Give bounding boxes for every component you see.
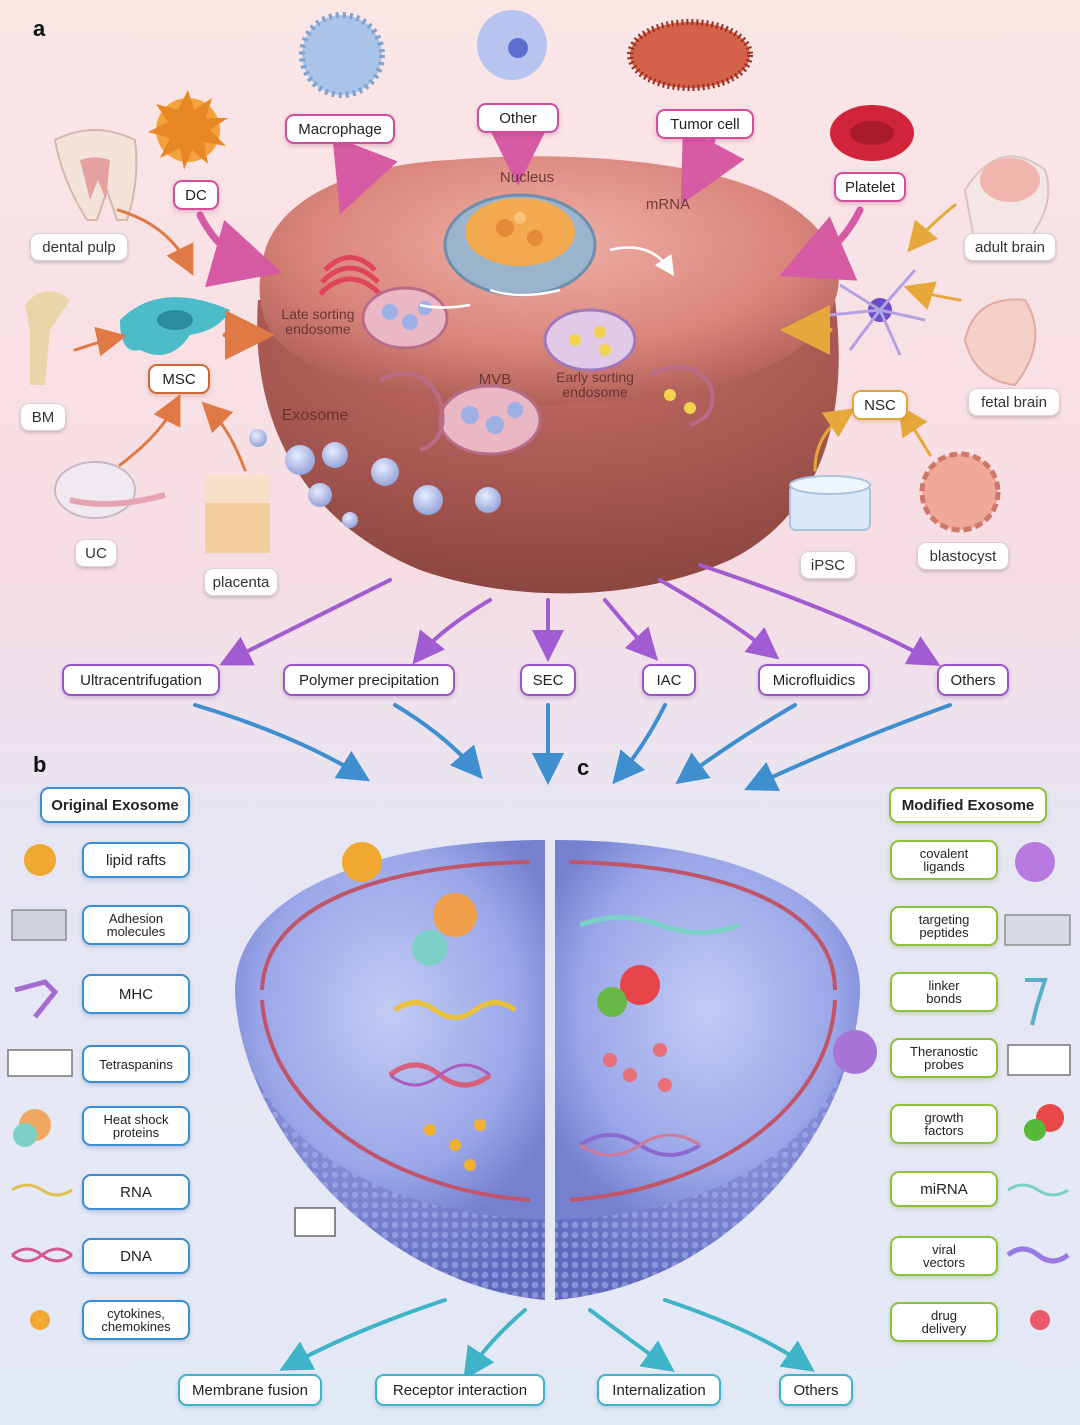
uptake-label-receptor-interaction: Receptor interaction — [375, 1374, 545, 1406]
blastocyst-icon — [919, 451, 1001, 533]
other-cell-icon — [477, 10, 547, 80]
exosome-cross-section — [235, 840, 877, 1300]
modified-item-linker-bonds: linker bonds — [890, 972, 998, 1012]
original-item-tetraspanins: Tetraspanins — [82, 1045, 190, 1083]
uptake-label-others: Others — [779, 1374, 853, 1406]
macrophage-icon — [299, 12, 385, 98]
modified-exosome-title: Modified Exosome — [889, 787, 1047, 823]
source-label-platelet: Platelet — [834, 172, 906, 202]
method-label-microfluidics: Microfluidics — [758, 664, 870, 696]
panel-label-b: b — [33, 752, 47, 777]
method-label-iac: IAC — [642, 664, 696, 696]
cell-label-early-endosome: Early sorting endosome — [556, 369, 634, 400]
source-label-dc: DC — [173, 180, 219, 210]
source-arrows — [73, 116, 962, 472]
tissue-label-blastocyst: blastocyst — [917, 542, 1009, 570]
source-label-other: Other — [477, 103, 559, 133]
modified-item-viral-vectors: viral vectors — [890, 1236, 998, 1276]
ipsc-dish-icon — [789, 475, 871, 531]
modified-cargo-icons — [1004, 842, 1071, 1330]
modified-item-covalent-ligands: covalent ligands — [890, 840, 998, 880]
cell-label-mvb: MVB — [478, 371, 512, 388]
tissue-label-bm: BM — [20, 403, 66, 431]
original-cargo-icons — [7, 844, 73, 1330]
original-item-heat-shock-proteins: Heat shock proteins — [82, 1106, 190, 1146]
convergence-arrows — [193, 703, 952, 791]
tissue-label-ipsc: iPSC — [800, 551, 856, 579]
neuron-icon — [829, 269, 926, 356]
tooth-icon — [53, 129, 138, 221]
msc-cell-icon — [120, 297, 230, 355]
placenta-tissue-icon — [205, 475, 270, 553]
cell-label-nucleus: Nucleus — [499, 169, 555, 186]
modified-item-drug-delivery: drug delivery — [890, 1302, 998, 1342]
original-item-dna: DNA — [82, 1238, 190, 1274]
source-label-msc: MSC — [148, 364, 210, 394]
original-exosome-title: Original Exosome — [40, 787, 190, 823]
umbilical-cord-icon — [54, 461, 166, 519]
uptake-label-membrane-fusion: Membrane fusion — [178, 1374, 322, 1406]
isolation-arrows — [219, 563, 941, 666]
tissue-label-adult-brain: adult brain — [964, 233, 1056, 261]
released-exosomes — [249, 429, 501, 528]
panel-label-c: c — [577, 755, 590, 780]
cell-illustration — [249, 156, 839, 594]
panel-label-a: a — [33, 16, 46, 41]
source-label-nsc: NSC — [852, 390, 908, 420]
bone-icon — [25, 291, 70, 385]
cell-label-late-endosome: Late sorting endosome — [281, 306, 355, 337]
tissue-label-uc: UC — [75, 539, 117, 567]
original-item-adhesion-molecules: Adhesion molecules — [82, 905, 190, 945]
original-item-mhc: MHC — [82, 974, 190, 1014]
platelet-icon — [830, 105, 914, 161]
original-item-cytokines: cytokines, chemokines — [82, 1300, 190, 1340]
tumor-cell-icon — [627, 19, 753, 91]
method-label-polymer-precipitation: Polymer precipitation — [283, 664, 455, 696]
source-label-macrophage: Macrophage — [285, 114, 395, 144]
method-label-others: Others — [937, 664, 1009, 696]
original-item-lipid-rafts: lipid rafts — [82, 842, 190, 878]
uptake-label-internalization: Internalization — [597, 1374, 721, 1406]
modified-item-growth-factors: growth factors — [890, 1104, 998, 1144]
cell-label-mrna: mRNA — [645, 196, 691, 213]
adult-brain-icon — [963, 155, 1050, 246]
source-label-tumor-cell: Tumor cell — [656, 109, 754, 139]
uptake-arrows — [279, 1298, 815, 1380]
method-label-ultracentrifugation: Ultracentrifugation — [62, 664, 220, 696]
modified-item-theranostic-probes: Theranostic probes — [890, 1038, 998, 1078]
cell-label-exosome: Exosome — [281, 407, 349, 424]
modified-item-mirna: miRNA — [890, 1171, 998, 1207]
nucleus-shape — [443, 193, 597, 297]
tissue-label-fetal-brain: fetal brain — [968, 388, 1060, 416]
tissue-label-dental-pulp: dental pulp — [30, 233, 128, 261]
tissue-label-placenta: placenta — [204, 568, 278, 596]
method-label-sec: SEC — [520, 664, 576, 696]
modified-item-targeting-peptides: targeting peptides — [890, 906, 998, 946]
dc-cell-icon — [148, 90, 228, 170]
fetal-brain-icon — [963, 298, 1037, 387]
original-item-rna: RNA — [82, 1174, 190, 1210]
